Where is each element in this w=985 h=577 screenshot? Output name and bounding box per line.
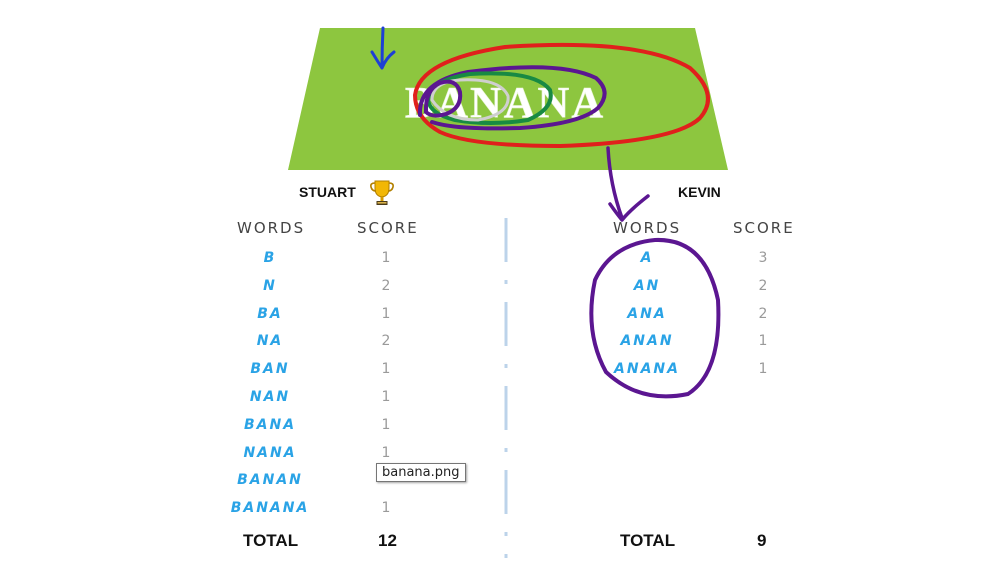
kevin-score: 1 bbox=[758, 333, 768, 350]
kevin-score-header: SCORE bbox=[733, 219, 795, 237]
stuart-word: BANA bbox=[243, 416, 297, 433]
stuart-word: N bbox=[263, 277, 277, 294]
center-divider bbox=[504, 218, 508, 558]
stuart-word: BA bbox=[257, 305, 283, 322]
stuart-word: BAN bbox=[250, 361, 290, 378]
stuart-total-label: TOTAL bbox=[243, 531, 299, 550]
kevin-score: 1 bbox=[758, 361, 768, 378]
kevin-total-value: 9 bbox=[757, 531, 767, 550]
kevin-total-label: TOTAL bbox=[620, 531, 676, 550]
banner-word: BANANA bbox=[405, 78, 605, 127]
stuart-word: BANANA bbox=[230, 500, 310, 517]
trophy-icon bbox=[370, 180, 394, 205]
stuart-score: 1 bbox=[381, 500, 391, 517]
kevin-word: A bbox=[640, 250, 654, 266]
kevin-word-list: A AN ANA ANAN ANANA bbox=[602, 246, 692, 385]
image-tooltip: banana.png bbox=[376, 463, 466, 482]
stuart-word: NA bbox=[256, 333, 284, 350]
stuart-word: NAN bbox=[249, 388, 291, 405]
kevin-word: ANAN bbox=[620, 333, 674, 350]
kevin-player-name: KEVIN bbox=[678, 184, 721, 200]
kevin-score-list: 3 2 2 1 1 bbox=[743, 246, 783, 385]
stuart-score-header: SCORE bbox=[357, 219, 419, 237]
stuart-word-list: B N BA NA BAN NAN BANA NANA BANAN BANANA bbox=[224, 246, 316, 524]
stuart-score: 2 bbox=[381, 277, 391, 294]
stuart-word: NANA bbox=[243, 444, 297, 461]
stuart-word: BANAN bbox=[237, 472, 303, 489]
kevin-word: AN bbox=[633, 277, 661, 294]
kevin-score: 3 bbox=[758, 250, 768, 266]
stuart-score: 1 bbox=[381, 361, 391, 378]
stuart-score: 1 bbox=[381, 305, 391, 322]
stuart-score: 1 bbox=[381, 416, 391, 433]
stuart-score: 1 bbox=[381, 388, 391, 405]
stuart-score: 2 bbox=[381, 333, 391, 350]
banana-banner: BANANA bbox=[288, 28, 728, 170]
stuart-score: 1 bbox=[381, 250, 391, 266]
stuart-score-list: 1 2 1 2 1 1 1 1 1 bbox=[366, 246, 406, 524]
stuart-word: B bbox=[263, 250, 277, 266]
stuart-words-header: WORDS bbox=[237, 219, 306, 237]
kevin-word: ANANA bbox=[614, 361, 680, 378]
stuart-score: 1 bbox=[381, 444, 391, 461]
kevin-words-header: WORDS bbox=[613, 219, 682, 237]
kevin-score: 2 bbox=[758, 305, 768, 322]
stuart-player-name: STUART bbox=[299, 184, 356, 200]
stuart-total-value: 12 bbox=[378, 531, 397, 550]
kevin-score: 2 bbox=[758, 277, 768, 294]
kevin-word: ANA bbox=[627, 305, 667, 322]
